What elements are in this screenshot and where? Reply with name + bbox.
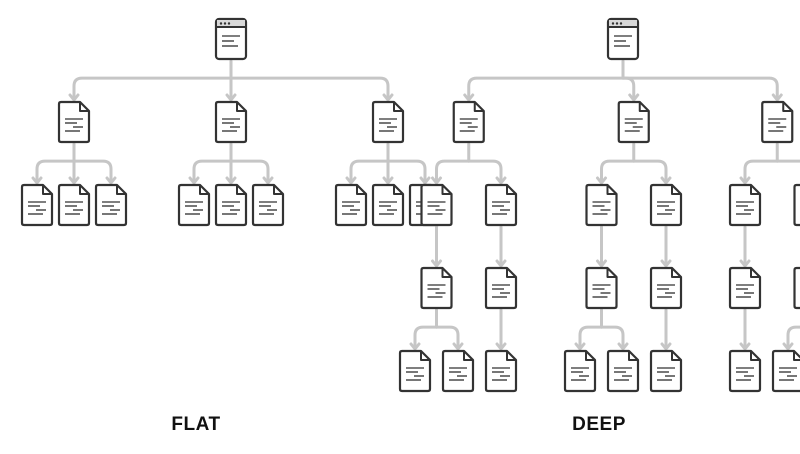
connector-arrow xyxy=(782,342,794,351)
connector-arrow xyxy=(68,93,80,102)
connector-arrow xyxy=(382,93,394,102)
document-icon xyxy=(649,183,683,227)
connector-line xyxy=(578,325,603,350)
connector-line xyxy=(632,159,668,184)
flat-tree xyxy=(20,17,442,227)
document-icon xyxy=(452,100,485,144)
document-icon xyxy=(214,100,248,144)
connector-line xyxy=(467,76,625,101)
browser-window-icon xyxy=(606,17,640,61)
connector-arrow xyxy=(596,259,607,268)
document-icon xyxy=(334,183,368,227)
document-icon xyxy=(761,100,794,144)
document-icon xyxy=(398,349,432,393)
browser-window-icon xyxy=(214,17,248,61)
document-icon xyxy=(57,183,91,227)
document-icon xyxy=(649,349,683,393)
deep-tree xyxy=(398,17,800,393)
connector-arrow xyxy=(771,93,783,102)
connector-line xyxy=(435,159,471,184)
connector-arrow xyxy=(409,342,421,351)
connector-arrow xyxy=(739,342,751,351)
document-icon xyxy=(57,100,91,144)
document-icon xyxy=(420,266,453,310)
connector-line xyxy=(413,325,438,350)
connector-arrow xyxy=(574,342,586,351)
deep-label: DEEP xyxy=(572,414,626,435)
connector-arrow xyxy=(463,93,475,102)
document-icon xyxy=(606,349,640,393)
document-icon xyxy=(649,266,683,310)
connector-arrow xyxy=(452,342,464,351)
document-icon xyxy=(20,183,54,227)
document-icon xyxy=(585,266,618,310)
document-icon xyxy=(371,183,405,227)
connector-line xyxy=(435,325,460,350)
connector-line xyxy=(600,325,625,350)
connector-arrow xyxy=(262,176,274,185)
connector-arrow xyxy=(188,176,200,185)
connector-arrow xyxy=(495,176,507,185)
connector-line xyxy=(35,159,76,184)
document-icon xyxy=(484,183,518,227)
document-icon xyxy=(793,266,800,310)
document-icon xyxy=(484,349,518,393)
document-icon xyxy=(585,183,618,227)
connector-line xyxy=(743,159,779,184)
connector-arrow xyxy=(431,259,442,268)
connector-arrow xyxy=(596,176,607,185)
connector-arrow xyxy=(345,176,357,185)
document-icon xyxy=(728,266,762,310)
connector-line xyxy=(229,159,270,184)
document-icon xyxy=(94,183,128,227)
connector-arrow xyxy=(660,342,672,351)
connector-arrow xyxy=(431,176,442,185)
connector-arrow xyxy=(419,176,431,185)
connector-arrow xyxy=(382,176,394,185)
document-icon xyxy=(793,183,800,227)
document-icon xyxy=(728,183,762,227)
connector-line xyxy=(72,159,113,184)
document-icon xyxy=(371,100,405,144)
connector-line xyxy=(600,159,636,184)
connector-line xyxy=(467,159,503,184)
connector-arrow xyxy=(68,176,80,185)
connector-arrow xyxy=(660,259,672,268)
document-icon xyxy=(728,349,762,393)
connector-line xyxy=(192,159,233,184)
connector-line xyxy=(386,159,427,184)
connector-arrow xyxy=(660,176,672,185)
connector-arrow xyxy=(739,259,751,268)
connector-arrow xyxy=(739,176,751,185)
connector-arrow xyxy=(225,176,237,185)
document-icon xyxy=(214,183,248,227)
connector-arrow xyxy=(225,93,237,102)
connector-line xyxy=(72,76,233,101)
connector-line xyxy=(229,76,390,101)
connector-arrow xyxy=(31,176,43,185)
document-icon xyxy=(484,266,518,310)
document-icon xyxy=(420,183,453,227)
connector-arrow xyxy=(105,176,117,185)
document-icon xyxy=(251,183,285,227)
connector-arrow xyxy=(628,93,640,102)
connector-line xyxy=(775,159,800,163)
document-icon xyxy=(563,349,597,393)
connector-line xyxy=(621,76,779,101)
document-icon xyxy=(441,349,475,393)
connector-line xyxy=(786,325,800,350)
document-icon xyxy=(177,183,211,227)
connector-arrow xyxy=(495,342,507,351)
connector-line xyxy=(349,159,390,184)
connector-arrow xyxy=(495,259,507,268)
connector-arrow xyxy=(617,342,629,351)
document-icon xyxy=(617,100,650,144)
flat-label: FLAT xyxy=(171,414,221,435)
document-icon xyxy=(771,349,800,393)
